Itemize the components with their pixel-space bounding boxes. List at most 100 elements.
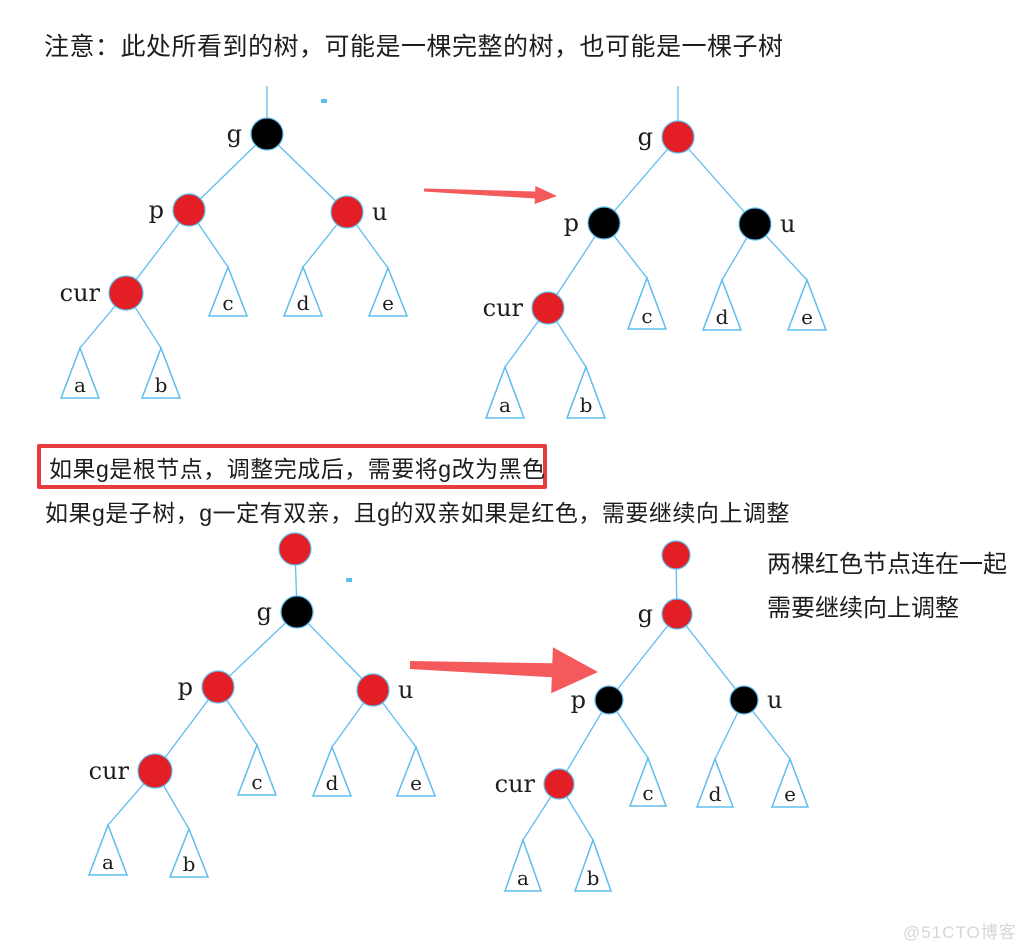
side-note-line2: 需要继续向上调整 [767,595,959,622]
node-parent-red [278,532,312,566]
subtree-triangle-a [484,364,526,419]
edge-g-p [217,611,298,688]
node-u-red [330,195,364,229]
triangle-label-d: d [709,782,722,806]
triangle-label-a: a [102,850,114,874]
triangle-label-d: d [716,305,729,329]
subtree-triangle-a [503,837,543,892]
transform-arrow-1 [423,186,557,204]
node-cur-red [543,768,575,800]
subtree-triangle-e [367,265,409,317]
node-cur-red [137,753,173,789]
node-parent-red [661,540,691,570]
node-u-red [356,673,390,707]
triangle-label-d: d [297,291,310,315]
subtree-triangle-c [236,742,278,796]
stray-mark-2 [346,578,352,582]
triangle-label-e: e [801,305,813,329]
node-label-p: p [571,686,586,714]
tree-bottom-left-before: a b c d e g p u cur [87,532,437,878]
edge-g-u [676,613,745,701]
edge-g-p [608,613,678,701]
edge-g-u [296,611,374,691]
triangle-label-a: a [74,373,86,397]
node-g-red [661,120,695,154]
node-label-cur: cur [495,770,536,798]
node-u-black [738,207,772,241]
subtree-triangle-e [786,277,828,331]
node-label-g: g [257,598,272,626]
node-label-g: g [638,123,653,151]
node-label-cur: cur [89,757,130,785]
triangle-label-b: b [587,866,600,890]
triangle-label-c: c [222,291,233,315]
triangle-label-e: e [410,771,422,795]
edge-p-cur [558,699,610,785]
tree-top-right-after: a b c d e g p u cur [483,86,828,419]
subtree-triangle-e [395,744,437,797]
subtree-triangle-c [628,755,668,807]
node-p-red [172,193,206,227]
triangle-label-b: b [155,373,168,397]
tree-bottom-right-after: a b c d e g p u cur [495,540,810,892]
stray-mark-1 [321,99,327,103]
triangle-label-a: a [517,866,529,890]
triangle-label-a: a [499,393,511,417]
node-g-red [661,598,693,630]
tree-top-left-before: a b c d e g p u cur [60,86,409,399]
subtree-triangle-d [282,264,324,317]
node-label-g: g [638,600,653,628]
triangle-label-e: e [784,782,796,806]
node-label-u: u [780,210,795,238]
subtree-triangle-a [87,822,129,876]
subtree-triangle-d [695,756,735,808]
node-label-cur: cur [483,294,524,322]
subtree-triangle-c [626,275,668,330]
subtree-triangle-b [573,837,613,892]
edge-p-cur [547,222,605,309]
watermark: @51CTO博客 [903,923,1017,942]
triangle-label-c: c [251,770,262,794]
node-label-g: g [227,120,242,148]
highlight-box: 如果g是根节点，调整完成后，需要将g改为黑色 [37,444,547,489]
edge-g-u [266,133,348,213]
triangle-label-d: d [326,771,339,795]
node-label-p: p [178,673,193,701]
subtree-triangle-b [168,826,210,878]
subtree-triangle-b [140,345,182,399]
node-cur-red [108,275,144,311]
node-u-black [729,685,759,715]
node-p-black [587,206,621,240]
subtree-triangle-d [701,277,743,331]
boxed-note: 如果g是根节点，调整完成后，需要将g改为黑色 [49,455,546,482]
node-label-u: u [767,686,782,714]
node-p-black [594,685,624,715]
node-label-u: u [372,198,387,226]
node-p-red [201,670,235,704]
node-label-u: u [398,676,413,704]
note-subtree: 如果g是子树，g一定有双亲，且g的双亲如果是红色，需要继续向上调整 [45,500,790,526]
subtree-triangle-b [565,364,607,419]
note-top: 注意：此处所看到的树，可能是一棵完整的树，也可能是一棵子树 [44,33,784,61]
subtree-triangle-e [770,756,810,808]
triangle-label-b: b [580,393,593,417]
node-label-cur: cur [60,279,101,307]
transform-arrow-2 [409,647,598,694]
triangle-label-b: b [183,852,196,876]
node-label-p: p [564,209,579,237]
node-label-p: p [149,196,164,224]
edge-g-u [677,136,756,225]
triangle-label-c: c [642,781,653,805]
side-note-line1: 两棵红色节点连在一起 [767,551,1007,578]
triangle-label-c: c [641,304,652,328]
edge-g-p [188,133,268,211]
edge-g-p [603,136,679,224]
subtree-triangle-d [311,744,353,797]
node-cur-red [531,291,565,325]
node-g-black [250,117,284,151]
subtree-triangle-c [207,264,249,317]
node-g-black [280,595,314,629]
triangle-label-e: e [382,291,394,315]
